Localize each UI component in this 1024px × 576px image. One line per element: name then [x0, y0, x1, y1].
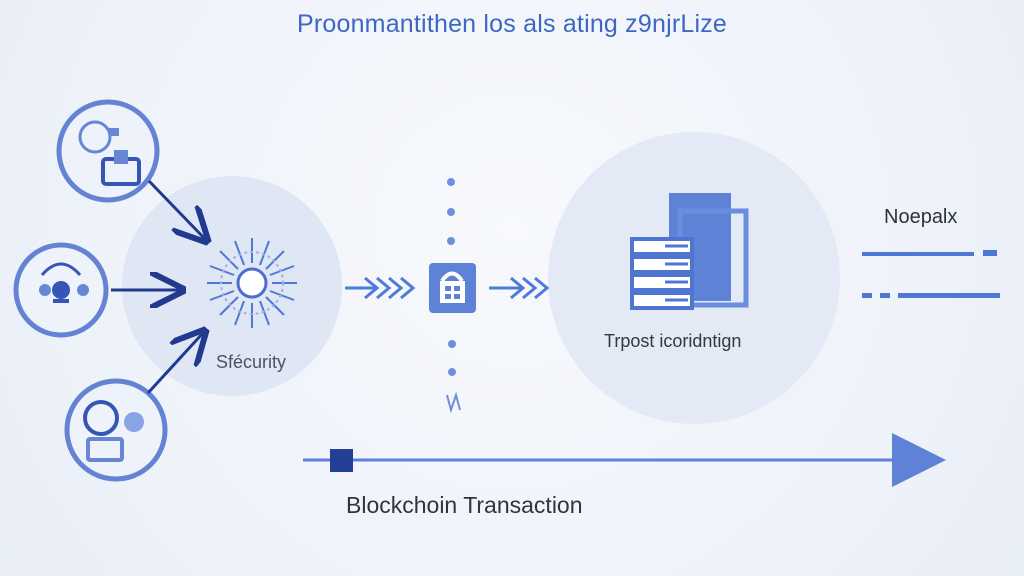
- timeline-start-block: [330, 449, 353, 472]
- trust-label: Trpost icoridntign: [604, 331, 742, 351]
- security-burst-icon: [207, 238, 297, 328]
- server-document-icon: [630, 193, 749, 310]
- diagram-title: Proonmantithen los als ating z9njrLize: [296, 10, 728, 38]
- right-label: Noepalx: [884, 206, 958, 228]
- input-node-bottom: [64, 378, 168, 482]
- blockchain-timeline: [303, 433, 946, 487]
- security-label: Sfécurity: [216, 352, 287, 372]
- top-input-arrow: [147, 179, 205, 239]
- input-node-top: [56, 99, 160, 203]
- security-signal-icons: [446, 178, 461, 414]
- flow-chevrons-right: [489, 276, 550, 300]
- input-node-middle: [13, 242, 109, 338]
- bottom-input-arrow: [146, 333, 203, 395]
- right-status-bars: [862, 250, 1000, 298]
- flow-chevrons-left: [345, 276, 416, 300]
- bottom-label: Blockchoin Transaction: [346, 492, 583, 518]
- security-chip-icon: [429, 263, 476, 313]
